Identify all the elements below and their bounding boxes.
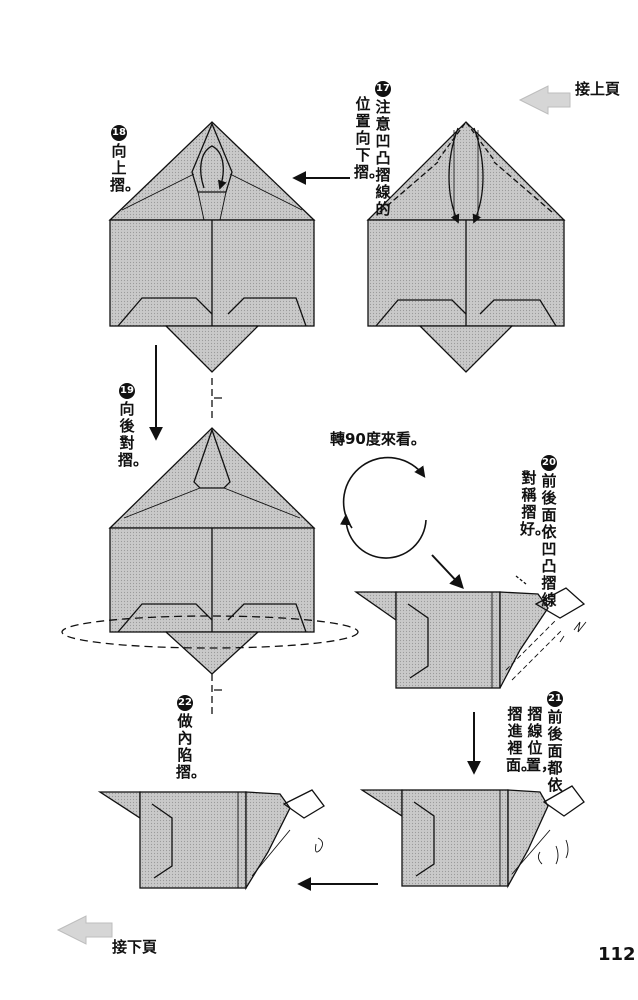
step-17-line2: 位置向下摺。 (354, 95, 385, 181)
step-19-figure (61, 378, 359, 716)
step-18-figure (108, 121, 316, 373)
step-21-line3: 摺進裡面。 (506, 705, 537, 774)
step-18-line1: 18 向上摺。 (110, 125, 141, 194)
rotate-note: 轉90度來看。 (330, 430, 426, 448)
page-number: 112 (598, 944, 636, 965)
step-21-figure (359, 785, 585, 889)
step-22-figure (97, 789, 325, 891)
next-page-arrow-icon[interactable] (56, 915, 113, 945)
step-20-figure (353, 575, 587, 689)
step-17-figure (366, 120, 566, 373)
prev-page-label[interactable]: 接上頁 (575, 80, 621, 98)
arrow-19-to-20 (431, 554, 464, 590)
rotate-90-icon (339, 456, 427, 559)
step-20-number: 20 (541, 455, 557, 471)
step-21-number: 21 (547, 691, 563, 707)
step-21-line2: 摺線位置， (526, 705, 557, 774)
step-22-number: 22 (177, 695, 193, 711)
step-17-number: 17 (375, 81, 391, 97)
step-20-line1: 20 前後面依凹凸摺線 (541, 455, 557, 609)
next-page-label[interactable]: 接下頁 (112, 938, 158, 956)
prev-page-arrow-icon[interactable] (518, 85, 571, 115)
step-19-number: 19 (119, 383, 135, 399)
step-19-line1: 19 向後對摺。 (118, 383, 149, 469)
step-17-line1: 17 注意凹凸摺線的 (375, 81, 391, 218)
step-21-line1: 21 前後面都依 (547, 691, 563, 794)
step-20-line2: 對稱摺好。 (520, 469, 551, 538)
step-22-line1: 22 做內陷摺。 (176, 695, 207, 781)
step-18-number: 18 (111, 125, 127, 141)
